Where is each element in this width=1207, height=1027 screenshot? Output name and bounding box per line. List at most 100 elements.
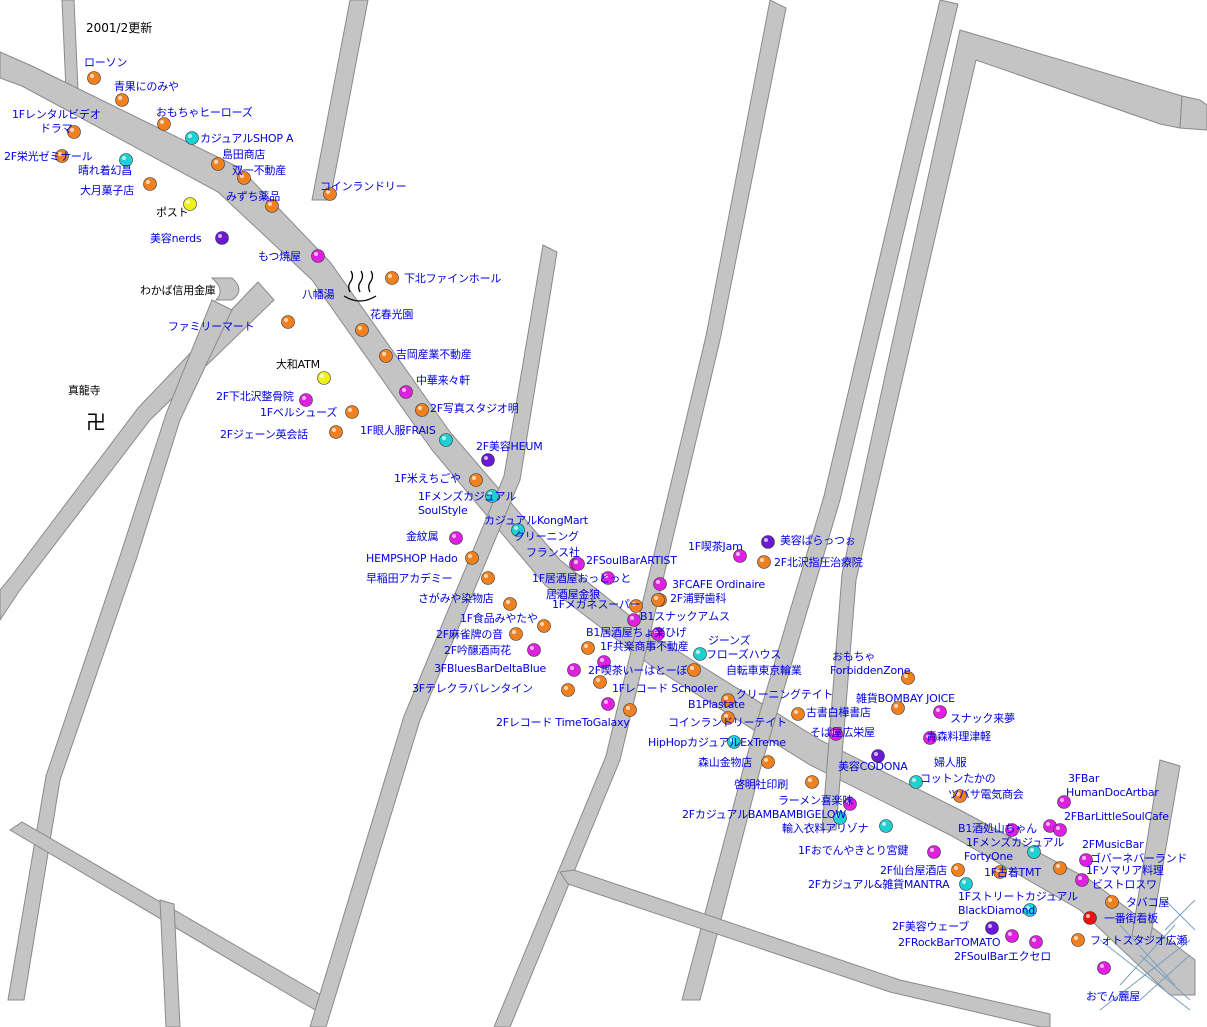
shop-label[interactable]: B1Plastate [688,698,745,711]
shop-label[interactable]: コインランドリー [320,180,407,193]
shop-marker-magenta[interactable] [449,531,463,545]
shop-marker-orange[interactable] [281,315,295,329]
shop-label[interactable]: 雑貨BOMBAY JOICE [856,692,955,705]
shop-marker-orange[interactable] [323,187,337,201]
shop-label[interactable]: 青森料理津軽 [926,730,991,743]
shop-label[interactable]: 美容CODONA [838,760,908,773]
shop-label[interactable]: 2FBarLittleSoulCafe [1064,810,1169,823]
shop-label[interactable]: 輸入衣料アリゾナ [782,822,869,835]
shop-label[interactable]: 花春光園 [370,308,414,321]
shop-label[interactable]: 2FSoulBarエクセロ [954,950,1052,963]
shop-marker-orange[interactable] [379,349,393,363]
shop-marker-magenta[interactable] [1097,961,1111,975]
shop-marker-orange[interactable] [237,171,251,185]
shop-label[interactable]: 2F北沢指圧治療院 [774,556,863,569]
shop-label[interactable]: 2FMusicBar [1082,838,1144,851]
shop-label[interactable]: 2FカジュアルBAMBAMBIGELOW [682,808,846,821]
shop-label[interactable]: 2FSoulBarARTIST [586,554,677,567]
shop-label[interactable]: 2F麻雀牌の音 [436,628,503,641]
shop-label[interactable]: 2F浦野歯科 [670,592,727,605]
shop-marker-orange[interactable] [345,405,359,419]
shop-label[interactable]: カジュアルSHOP A [200,132,294,145]
shop-label[interactable]: 1Fレコード Schooler [612,682,718,695]
shop-marker-magenta[interactable] [829,727,843,741]
shop-label[interactable]: 2F仙台屋酒店 [880,864,947,877]
shop-label[interactable]: 3FCAFE Ordinaire [672,578,765,591]
shop-label[interactable]: 早稲田アカデミー [366,572,453,585]
shop-marker-cyan[interactable] [185,131,199,145]
shop-label[interactable]: わかば信用金庫 [140,284,216,297]
shop-label[interactable]: さがみや染物店 [418,592,494,605]
shop-label[interactable]: 青果にのみや [114,80,179,93]
shop-label[interactable]: ローソン [84,56,128,69]
shop-label[interactable]: 一番街看板 [1104,912,1158,925]
shop-label[interactable]: みずち薬品 [226,190,280,203]
shop-marker-orange[interactable] [581,641,595,655]
shop-label[interactable]: 島田商店 [222,148,266,161]
shop-label[interactable]: 2F栄光ゼミナール [4,150,93,163]
shop-label[interactable]: ビストロスワ [1092,878,1157,891]
shop-label[interactable]: SoulStyle [418,504,468,517]
shop-label[interactable]: 1Fメガネスーパー [552,598,641,611]
shop-label[interactable]: 1Fストリートカジュアル [958,890,1078,903]
shop-label[interactable]: 2F美容HEUM [476,440,543,453]
shop-marker-orange[interactable] [687,663,701,677]
shop-marker-orange[interactable] [211,157,225,171]
shop-label[interactable]: コットンたかの [920,772,996,785]
shop-label[interactable]: 2F吟醸酒両花 [444,644,511,657]
shop-label[interactable]: 1F米えちごや [394,472,461,485]
shop-label[interactable]: 2F喫茶いーはとーぼ [588,664,688,677]
shop-marker-orange[interactable] [651,593,665,607]
shop-label[interactable]: コインランドリーテイト [668,716,787,729]
shop-label[interactable]: 1F古着TMT [984,866,1041,879]
shop-label[interactable]: ラーメン喜楽味 [778,794,854,807]
shop-label[interactable]: 1Fおでんやきとり宮鍵 [798,844,909,857]
shop-label[interactable]: 2FRockBarTOMATO [898,936,1001,949]
shop-label[interactable]: 1Fベルシューズ [260,406,338,419]
shop-marker-magenta[interactable] [933,705,947,719]
shop-marker-magenta[interactable] [299,393,313,407]
shop-label[interactable]: 居酒屋金狼 [546,588,600,601]
shop-marker-purple[interactable] [215,231,229,245]
shop-label[interactable]: 1F眼人服FRAIS [360,424,436,437]
shop-label[interactable]: 2F下北沢整骨院 [216,390,294,403]
shop-marker-orange[interactable] [465,551,479,565]
shop-label[interactable]: 2F美容ウェーブ [892,920,970,933]
shop-label[interactable]: 1F喫茶Jam [688,540,743,553]
shop-marker-orange[interactable] [1105,895,1119,909]
shop-marker-purple[interactable] [761,535,775,549]
shop-marker-orange[interactable] [951,863,965,877]
shop-marker-magenta[interactable] [1057,795,1071,809]
shop-label[interactable]: 美容ぱらっつぉ [780,534,856,547]
shop-marker-orange[interactable] [1053,861,1067,875]
shop-marker-orange[interactable] [891,701,905,715]
shop-label[interactable]: 婦人服 [934,756,967,769]
shop-label[interactable]: 中華来々軒 [416,374,470,387]
shop-marker-magenta[interactable] [1075,873,1089,887]
shop-marker-orange[interactable] [953,789,967,803]
shop-marker-magenta[interactable] [1029,935,1043,949]
shop-label[interactable]: B1スナックアムス [640,610,730,623]
shop-marker-cyan[interactable] [727,735,741,749]
shop-marker-cyan[interactable] [693,647,707,661]
shop-marker-magenta[interactable] [1079,853,1093,867]
shop-marker-orange[interactable] [721,693,735,707]
shop-label[interactable]: 2Fジェーン英会話 [220,428,308,441]
shop-marker-magenta[interactable] [311,249,325,263]
shop-label[interactable]: 1F居酒屋おっとっと [532,572,631,585]
shop-marker-purple[interactable] [871,749,885,763]
shop-marker-cyan[interactable] [1023,903,1037,917]
shop-label[interactable]: 大月菓子店 [80,184,134,197]
shop-marker-magenta[interactable] [653,577,667,591]
shop-marker-orange[interactable] [757,555,771,569]
shop-label[interactable]: 啓明社印刷 [734,778,788,791]
shop-label[interactable]: B1酒処山ちゃん [958,822,1037,835]
shop-marker-orange[interactable] [537,619,551,633]
shop-marker-orange[interactable] [791,707,805,721]
shop-marker-orange[interactable] [469,473,483,487]
shop-marker-magenta[interactable] [1005,823,1019,837]
shop-marker-orange[interactable] [629,599,643,613]
shop-marker-cyan[interactable] [439,433,453,447]
shop-marker-orange[interactable] [55,149,69,163]
